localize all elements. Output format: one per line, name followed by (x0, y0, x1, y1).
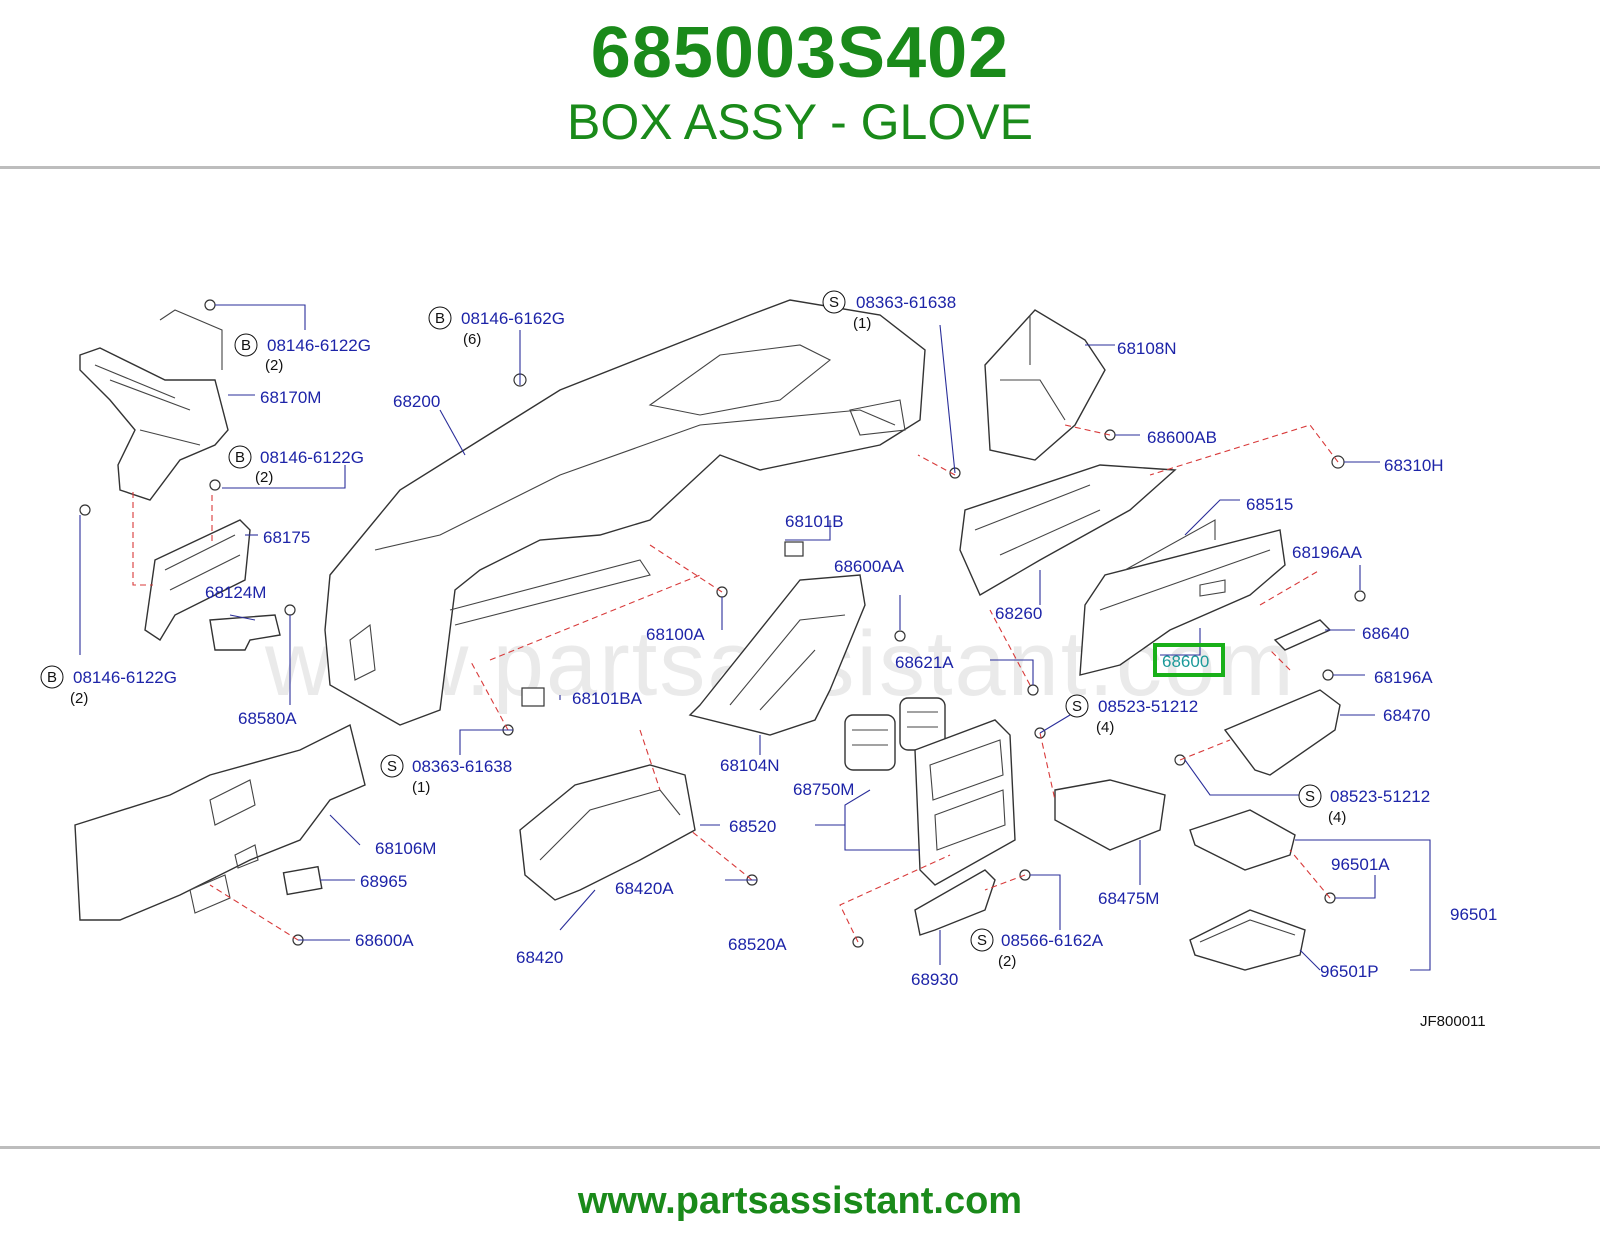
c01-prefix: B (241, 337, 251, 354)
c36-label[interactable]: 68475M (1098, 889, 1159, 908)
c43-label[interactable]: 96501P (1320, 962, 1379, 981)
c11-label[interactable]: 68101B (785, 512, 844, 531)
hood-68420-shape (519, 764, 696, 901)
c30-qty: (4) (1328, 809, 1346, 826)
c08-label[interactable]: 08146-6162G (461, 309, 565, 328)
c30-prefix: S (1305, 788, 1315, 805)
footer-url[interactable]: www.partsassistant.com (577, 1180, 1023, 1222)
bracket-68470-shape (1223, 689, 1341, 776)
c37-label[interactable]: 96501 (1450, 905, 1497, 924)
prefix-circles (40, 290, 1322, 952)
part-name-subtitle: BOX ASSY - GLOVE (567, 94, 1033, 150)
c10-qty: (1) (853, 315, 871, 332)
bottom-divider (0, 1146, 1600, 1149)
c15-label[interactable]: 68108N (1117, 339, 1177, 358)
bezel-68930-shape (914, 869, 996, 936)
c06-prefix: B (47, 669, 57, 686)
c03-prefix: B (235, 449, 245, 466)
c06-label[interactable]: 08146-6122G (73, 668, 177, 687)
c13-label[interactable]: 68101BA (572, 689, 643, 708)
bracket-68260-shape (959, 464, 1177, 596)
c03-qty: (2) (255, 469, 273, 486)
c08-prefix: B (435, 310, 445, 327)
c27-label[interactable]: 68470 (1383, 706, 1430, 725)
c31-label[interactable]: 68106M (375, 839, 436, 858)
c14-qty: (1) (412, 779, 430, 796)
c30-label[interactable]: 08523-51212 (1330, 787, 1430, 806)
c29-label[interactable]: 68750M (793, 780, 854, 799)
c09-label[interactable]: 68200 (393, 392, 440, 411)
plate-68965-shape (282, 865, 323, 896)
relation-lines (132, 424, 1339, 943)
c01-qty: (2) (265, 357, 283, 374)
fasteners (79, 299, 1366, 948)
c41-prefix: S (977, 932, 987, 949)
leader-lines (79, 304, 1431, 971)
c04-label[interactable]: 68175 (263, 528, 310, 547)
c19-label[interactable]: 68196AA (1292, 543, 1363, 562)
bracket-68124m-shape (209, 614, 281, 651)
pocket-68475m-shape (1054, 779, 1166, 851)
c20-label[interactable]: 68260 (995, 604, 1042, 623)
c07-label[interactable]: 68580A (238, 709, 297, 728)
part-number-title: 685003S402 (590, 13, 1010, 93)
c32-label[interactable]: 68520 (729, 817, 776, 836)
c39-label[interactable]: 68420 (516, 948, 563, 967)
c03-label[interactable]: 08146-6122G (260, 448, 364, 467)
c25-label[interactable]: 68196A (1374, 668, 1433, 687)
lower-panel-68106m-shape (74, 723, 366, 921)
c12-label[interactable]: 68100A (646, 625, 705, 644)
c14-label[interactable]: 08363-61638 (412, 757, 512, 776)
c26-label[interactable]: 08523-51212 (1098, 697, 1198, 716)
figure-code: JF800011 (1420, 1013, 1486, 1030)
highlight-box-68600 (1153, 643, 1225, 677)
c26-prefix: S (1072, 698, 1082, 715)
dashboard-68200-shape (324, 299, 926, 726)
parts-diagram: www.partsassistant.com (40, 290, 1497, 1030)
c22-label[interactable]: 68640 (1362, 624, 1409, 643)
top-divider (0, 166, 1600, 169)
c41-label[interactable]: 08566-6162A (1001, 931, 1104, 950)
c38-label[interactable]: 68600A (355, 931, 414, 950)
c02-label[interactable]: 68170M (260, 388, 321, 407)
console-68104n-shape (688, 574, 866, 736)
c14-prefix: S (387, 758, 397, 775)
c08-qty: (6) (463, 331, 481, 348)
c16-label[interactable]: 68600AB (1147, 428, 1217, 447)
c33-label[interactable]: 96501A (1331, 855, 1390, 874)
c01-label[interactable]: 08146-6122G (267, 336, 371, 355)
callout-labels: B 08146-6122G (2) 68170M B 08146-6122G (… (47, 293, 1497, 1030)
c35-label[interactable]: 68420A (615, 879, 674, 898)
c24-label-highlighted[interactable]: 68600 (1162, 652, 1209, 671)
glove-box-68600-shape (1079, 519, 1286, 676)
c10-label[interactable]: 08363-61638 (856, 293, 956, 312)
page-header: 685003S402 BOX ASSY - GLOVE (0, 0, 1600, 168)
c28-label[interactable]: 68104N (720, 756, 780, 775)
c34-label[interactable]: 68965 (360, 872, 407, 891)
bracket-68170m-shape (79, 309, 229, 501)
ashtray-96501-shape (1189, 809, 1306, 971)
c05-label[interactable]: 68124M (205, 583, 266, 602)
c42-label[interactable]: 68930 (911, 970, 958, 989)
center-panel-shape (914, 719, 1016, 886)
c21-label[interactable]: 68600AA (834, 557, 905, 576)
c17-label[interactable]: 68310H (1384, 456, 1444, 475)
panel-68108n-shape (984, 309, 1106, 461)
c23-label[interactable]: 68621A (895, 653, 954, 672)
c40-label[interactable]: 68520A (728, 935, 787, 954)
vents-68750m-shape (844, 697, 946, 771)
c26-qty: (4) (1096, 719, 1114, 736)
bracket-68175-shape (144, 519, 251, 641)
c18-label[interactable]: 68515 (1246, 495, 1293, 514)
c10-prefix: S (829, 294, 839, 311)
c41-qty: (2) (998, 953, 1016, 970)
c06-qty: (2) (70, 690, 88, 707)
